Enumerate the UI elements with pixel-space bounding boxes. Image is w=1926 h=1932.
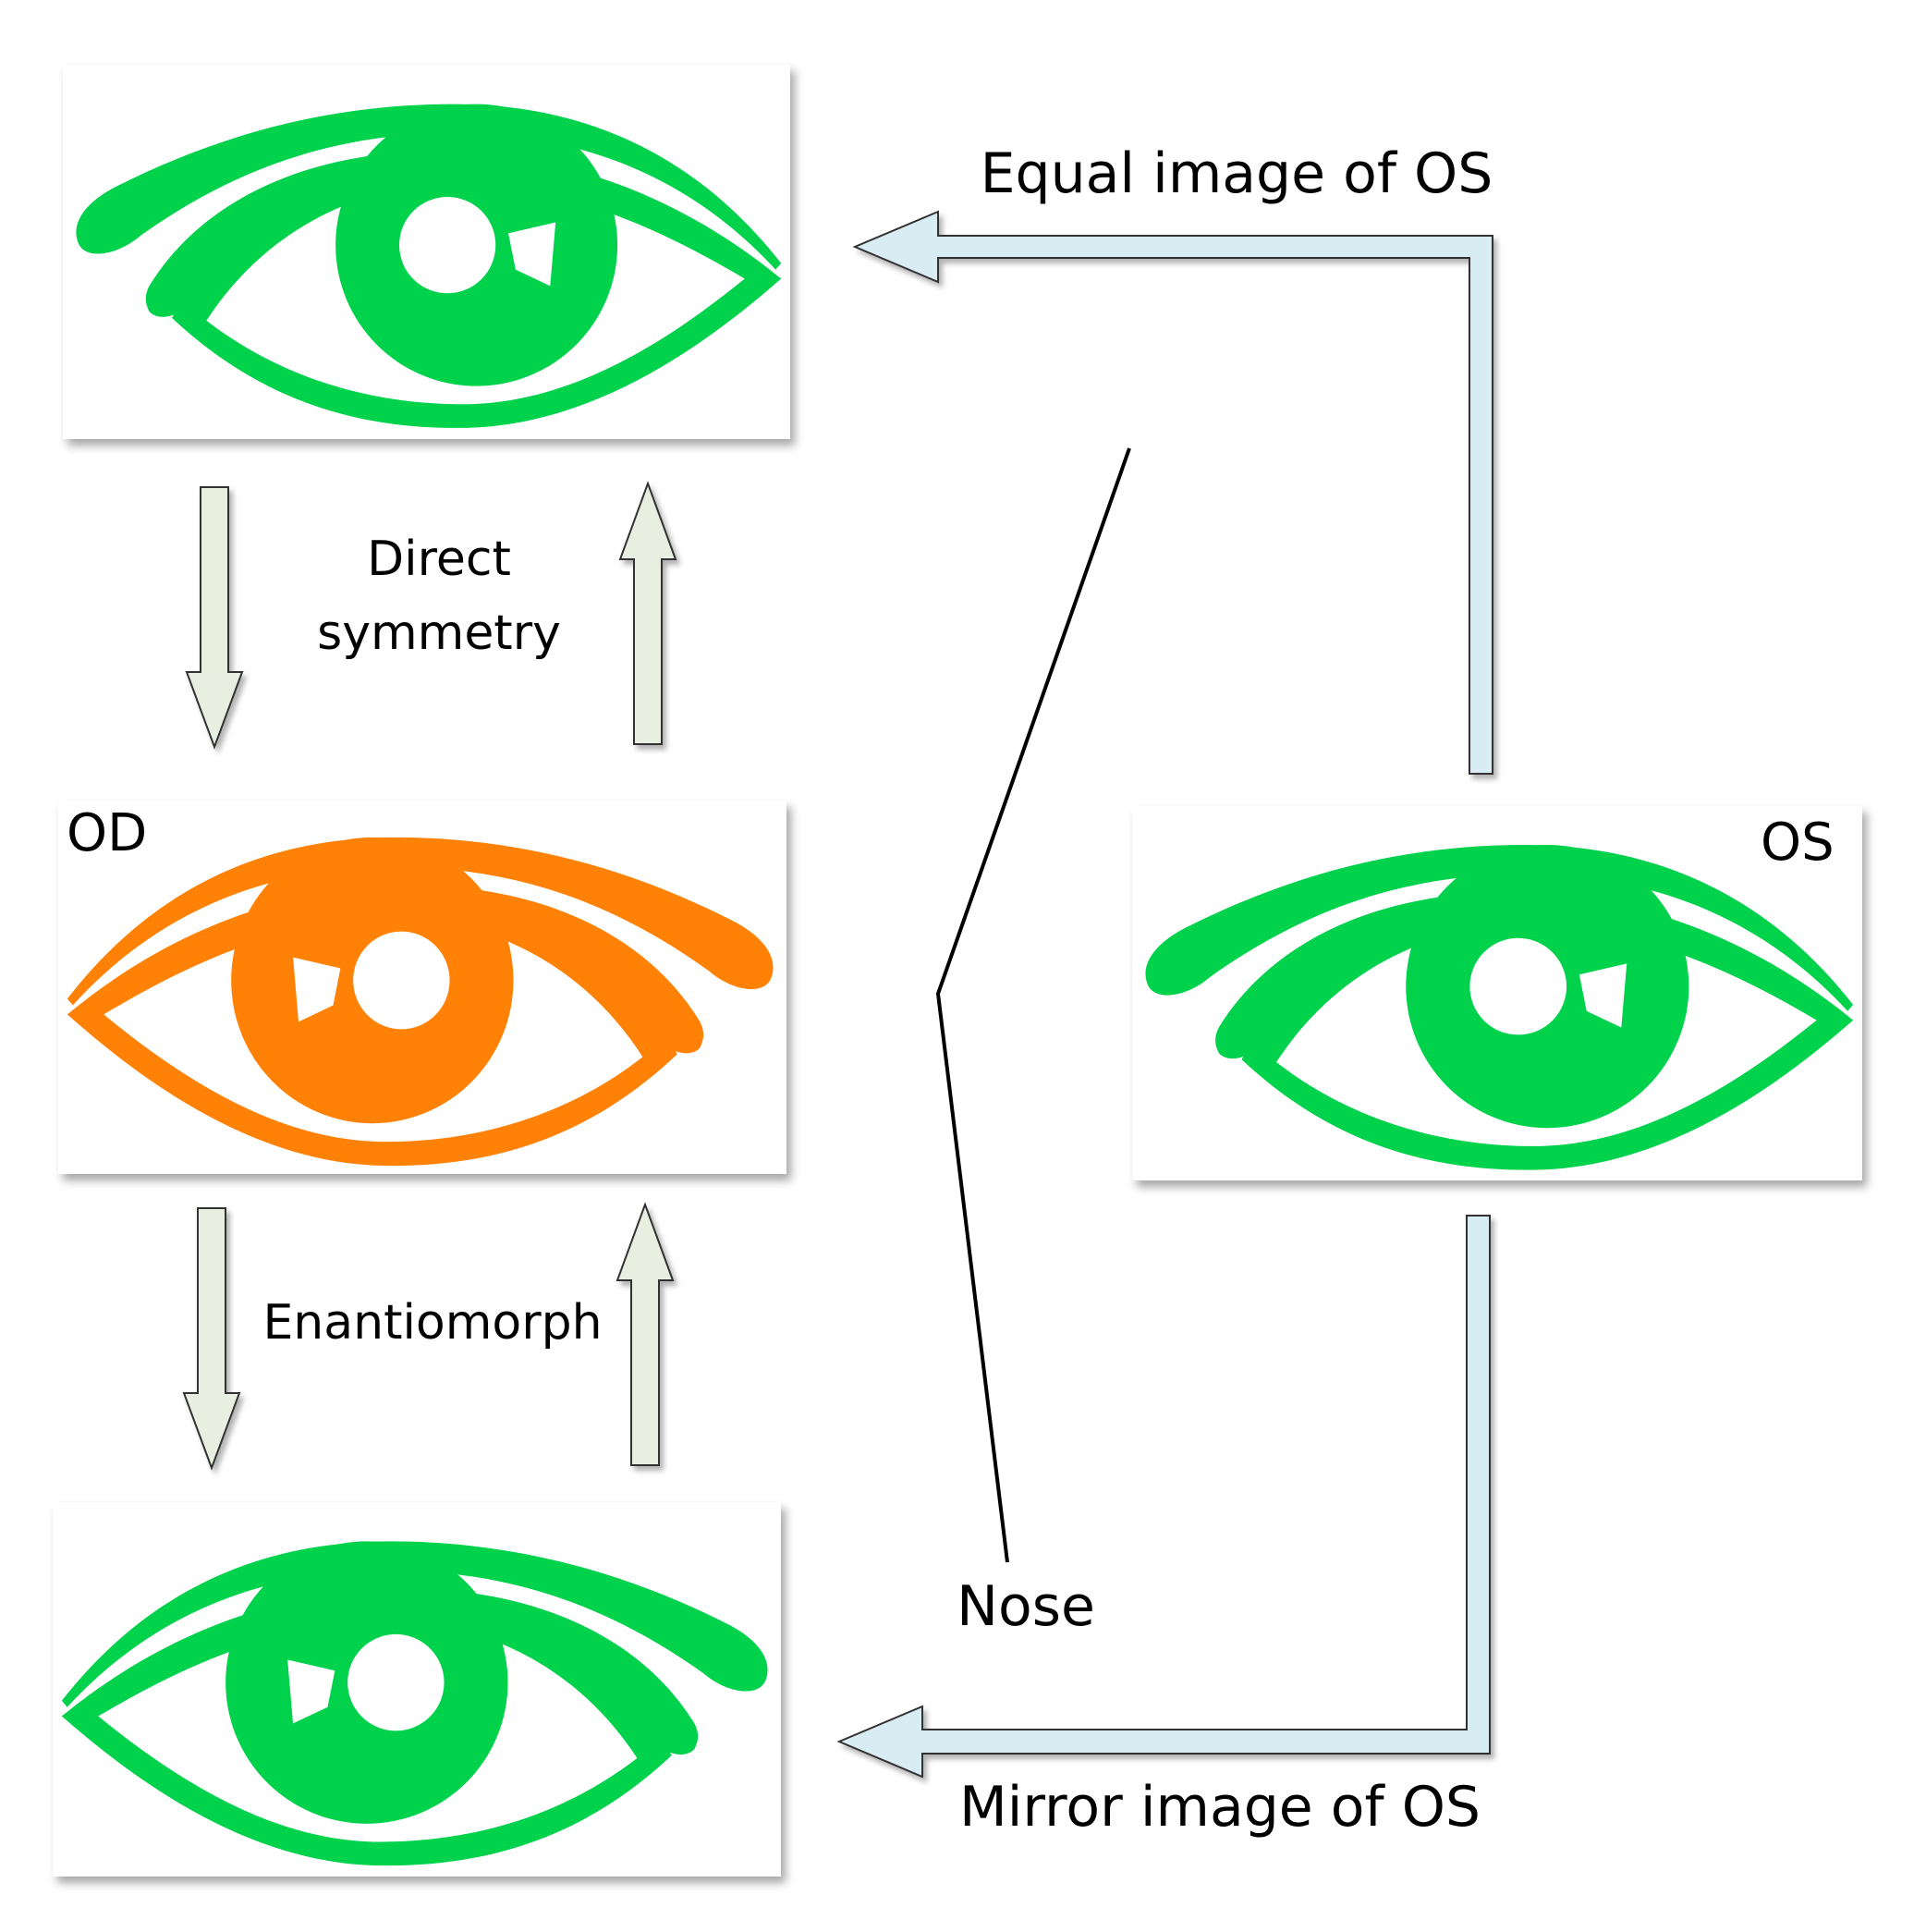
enantiomorph-label: Enantiomorph xyxy=(262,1295,602,1351)
direct-symmetry-label-line2: symmetry xyxy=(317,605,561,661)
panel-od-eye: OD xyxy=(58,801,786,1174)
mirror-image-label: Mirror image of OS xyxy=(959,1775,1481,1840)
arrow-mirror-image xyxy=(836,1215,1491,1779)
panel-bottom-eye xyxy=(53,1502,781,1877)
arrow-down-direct-symmetry xyxy=(185,486,244,750)
direct-symmetry-label-line1: Direct xyxy=(367,532,511,587)
panel-top-eye xyxy=(63,65,790,439)
arrow-up-direct-symmetry xyxy=(618,481,677,745)
od-label: OD xyxy=(67,803,147,863)
panel-os-eye: OS xyxy=(1132,806,1862,1180)
nose-label: Nose xyxy=(957,1574,1095,1639)
os-label: OS xyxy=(1761,813,1835,873)
arrow-up-enantiomorph xyxy=(616,1202,675,1466)
equal-image-label: Equal image of OS xyxy=(981,141,1493,206)
arrow-equal-image xyxy=(852,210,1493,775)
arrow-down-enantiomorph xyxy=(182,1207,241,1471)
nose-profile-line xyxy=(935,447,1131,1563)
